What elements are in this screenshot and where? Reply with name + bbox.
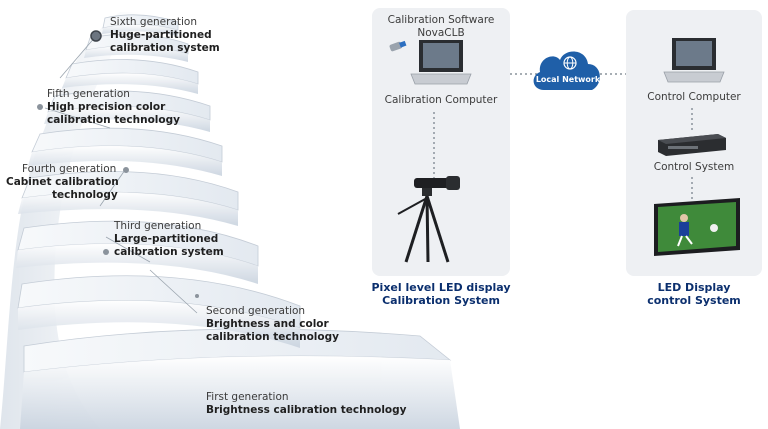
led-display-icon bbox=[654, 198, 740, 256]
generation-desc: calibration technology bbox=[47, 114, 180, 126]
generation-desc: Huge-partitioned bbox=[110, 29, 212, 41]
staircase-illustration bbox=[0, 12, 460, 429]
camera-tripod-icon bbox=[397, 176, 460, 263]
generation-4-label: Fourth generation Cabinet calibration te… bbox=[6, 163, 119, 202]
connector-line bbox=[691, 177, 693, 199]
caption-line: Pixel level LED display bbox=[371, 281, 511, 294]
generation-desc: calibration technology bbox=[206, 331, 339, 343]
gen5-marker bbox=[37, 104, 43, 110]
local-network-label: Local Network bbox=[535, 75, 601, 84]
generation-3-label: Third generation Large-partitioned calib… bbox=[114, 220, 224, 259]
generation-desc: calibration system bbox=[114, 246, 224, 258]
calibration-system-caption: Pixel level LED display Calibration Syst… bbox=[356, 281, 526, 307]
connector-line bbox=[691, 108, 693, 132]
generation-title: Third generation bbox=[114, 220, 202, 232]
generation-title: Sixth generation bbox=[110, 16, 198, 28]
generation-1-label: First generation Brightness calibration … bbox=[206, 391, 407, 417]
software-title: Calibration Software bbox=[387, 14, 495, 26]
control-system-label: Control System bbox=[653, 161, 735, 173]
gen4-marker bbox=[123, 167, 129, 173]
software-name: NovaCLB bbox=[417, 27, 465, 39]
generation-desc: Brightness calibration technology bbox=[206, 404, 407, 416]
laptop-icon bbox=[663, 38, 725, 83]
globe-icon bbox=[563, 56, 577, 70]
gen2-marker bbox=[195, 294, 199, 298]
control-box-icon bbox=[658, 134, 726, 156]
generation-5-label: Fifth generation High precision color ca… bbox=[47, 88, 180, 127]
generation-desc: calibration system bbox=[110, 42, 220, 54]
caption-line: LED Display bbox=[657, 281, 731, 294]
generation-desc: Cabinet calibration bbox=[6, 176, 119, 188]
caption-line: Calibration System bbox=[382, 294, 500, 307]
usb-dongle-icon bbox=[389, 40, 407, 52]
gen6-marker bbox=[90, 30, 102, 42]
generation-desc: Brightness and color bbox=[206, 318, 329, 330]
generation-title: Fifth generation bbox=[47, 88, 130, 100]
gen3-marker bbox=[103, 249, 109, 255]
cloud-icon bbox=[533, 51, 600, 90]
calibration-computer-label: Calibration Computer bbox=[384, 94, 498, 106]
connector-line bbox=[433, 112, 435, 178]
generation-6-label: Sixth generation Huge-partitioned calibr… bbox=[110, 16, 220, 55]
caption-line: control System bbox=[647, 294, 741, 307]
control-system-caption: LED Display control System bbox=[616, 281, 768, 307]
generation-desc: High precision color bbox=[47, 101, 166, 113]
laptop-icon bbox=[410, 40, 472, 85]
control-computer-label: Control Computer bbox=[647, 91, 741, 103]
generation-desc: technology bbox=[52, 189, 118, 201]
generation-desc: Large-partitioned bbox=[114, 233, 219, 245]
generation-title: Fourth generation bbox=[22, 163, 117, 175]
generation-title: Second generation bbox=[206, 305, 306, 317]
generation-title: First generation bbox=[206, 391, 289, 403]
generation-2-label: Second generation Brightness and color c… bbox=[206, 305, 339, 344]
